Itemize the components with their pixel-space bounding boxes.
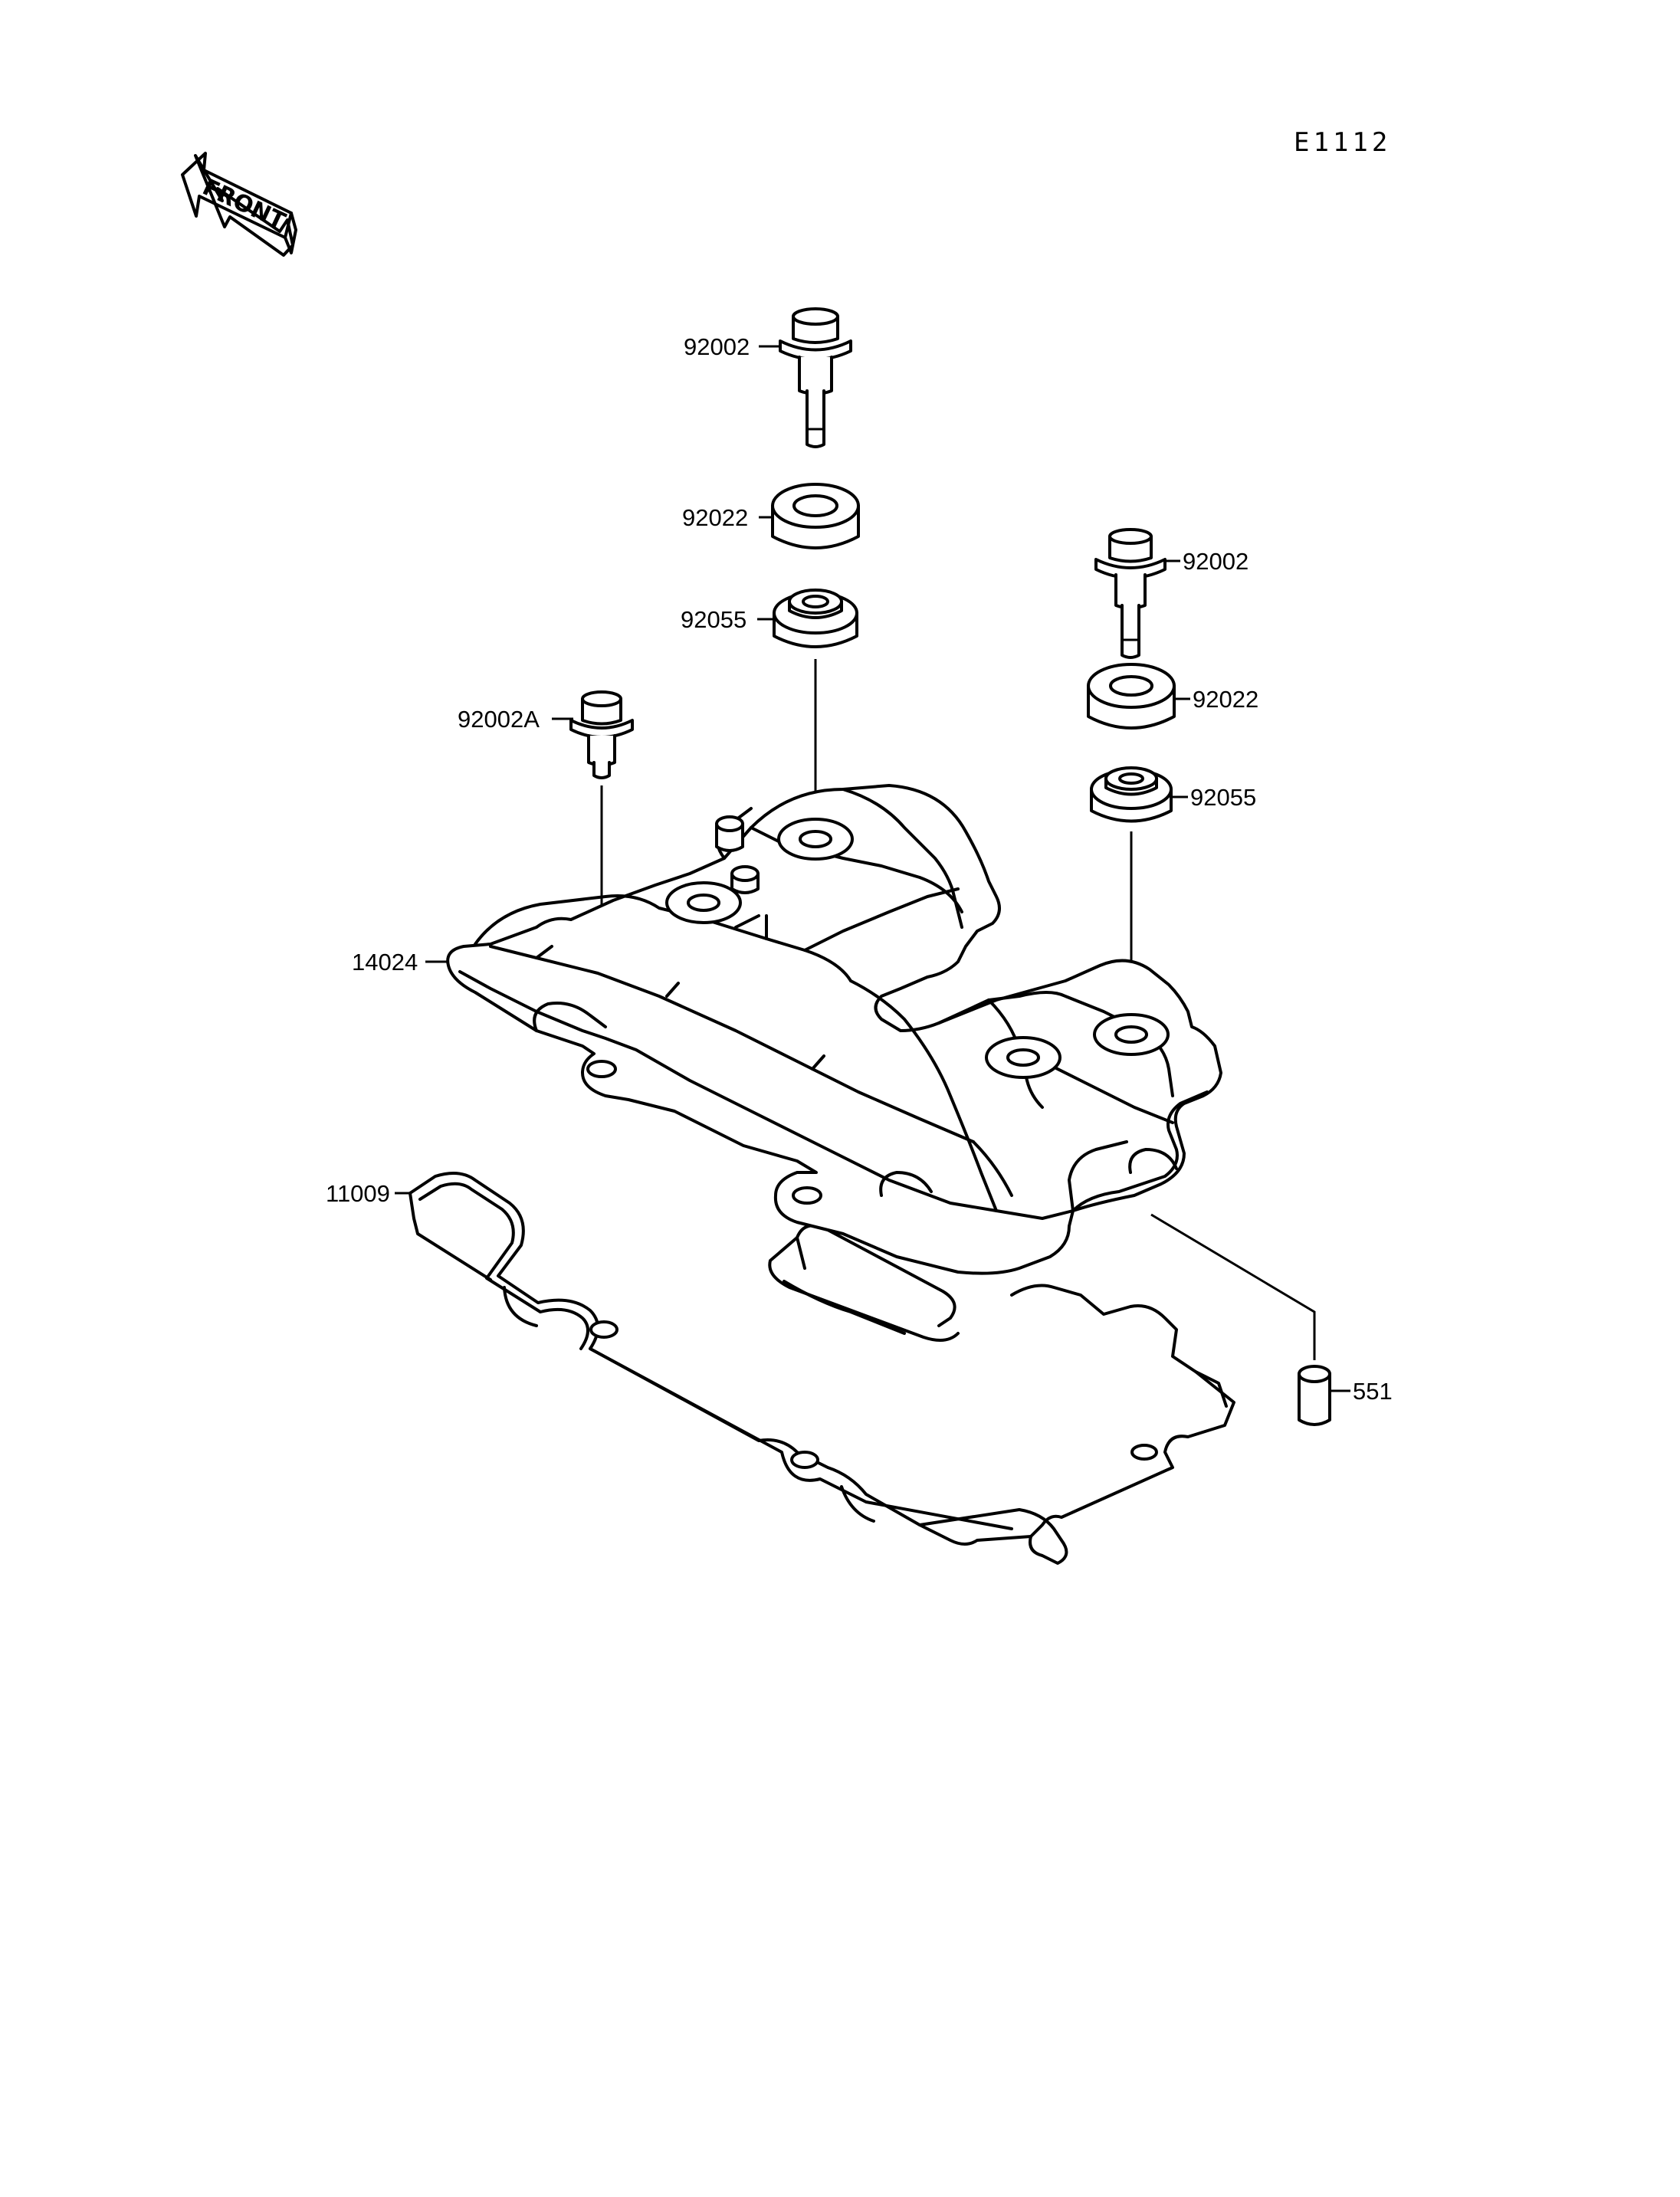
callout-bolt-center: 92002 bbox=[684, 333, 750, 360]
leader-dowel bbox=[1150, 1213, 1316, 1360]
washer-right bbox=[1087, 663, 1176, 730]
callout-bolt-right: 92002 bbox=[1183, 548, 1249, 575]
diagram-code: E1112 bbox=[1294, 127, 1391, 158]
washer-center bbox=[771, 483, 860, 549]
front-arrow-icon: FRONT bbox=[181, 152, 297, 257]
bolt-center bbox=[779, 307, 852, 448]
callout-gasket: 11009 bbox=[326, 1180, 390, 1207]
dowel-pin bbox=[1298, 1365, 1331, 1426]
grommet-right bbox=[1090, 766, 1173, 823]
callout-grommet-right: 92055 bbox=[1190, 784, 1256, 811]
callout-head-cover: 14024 bbox=[352, 949, 418, 976]
callout-washer-center: 92022 bbox=[682, 504, 748, 531]
callout-grommet-center: 92055 bbox=[681, 606, 746, 633]
callout-bolt-a-left: 92002A bbox=[458, 706, 540, 733]
cylinder-head-cover bbox=[446, 784, 1222, 1275]
grommet-center bbox=[773, 589, 858, 648]
gasket bbox=[409, 1172, 1235, 1565]
callout-dowel-pin: 551 bbox=[1353, 1378, 1393, 1405]
bolt-right bbox=[1094, 528, 1166, 659]
callout-washer-right: 92022 bbox=[1193, 686, 1258, 713]
bolt-left-a bbox=[569, 690, 634, 779]
